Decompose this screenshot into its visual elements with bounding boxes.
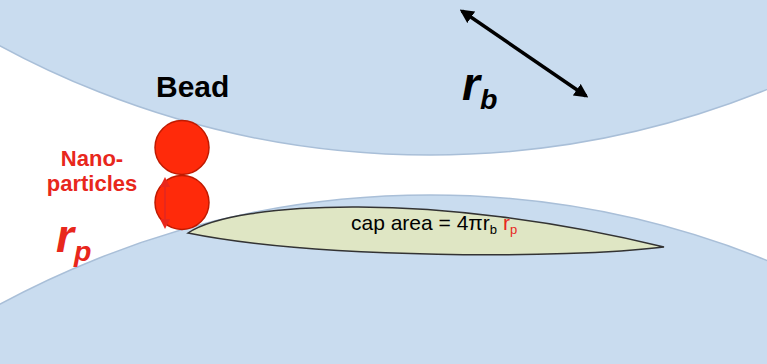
part-name: Nano-particles [36, 146, 148, 197]
dimension-label: rb [462, 58, 497, 111]
dimension-label: rp [56, 210, 91, 263]
radius-arrow [164, 179, 166, 227]
nanoparticle [155, 121, 209, 175]
nanoparticle [155, 176, 209, 230]
bottom-bead [0, 195, 767, 364]
top-bead [0, 0, 767, 155]
bead-label-area: Bead [156, 70, 229, 104]
formula-text: cap area = 4πrb rp [351, 211, 517, 235]
cap-lens-outline [188, 207, 664, 255]
cap-area-lens: cap area = 4πrb rp [186, 193, 666, 257]
part-name: Bead [156, 70, 229, 104]
